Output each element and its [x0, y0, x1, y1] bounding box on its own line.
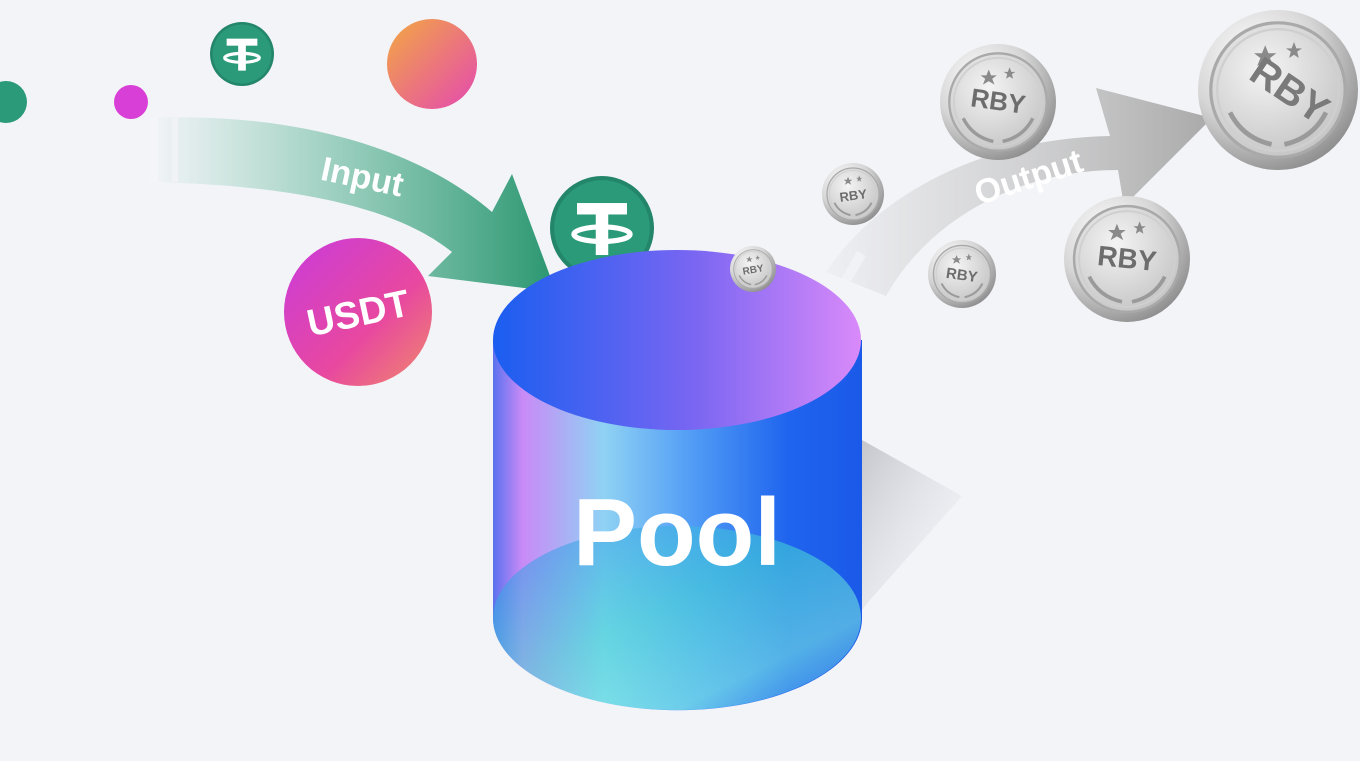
green-dot: [0, 81, 27, 123]
rby-coin-label: RBY: [945, 265, 979, 286]
pool-label: Pool: [573, 479, 781, 586]
decorative-dots: [0, 19, 477, 123]
tether-icon: [210, 22, 274, 86]
rby-coin-label: RBY: [839, 186, 869, 205]
rby-coin: RBY: [822, 163, 884, 225]
pink-dot: [114, 85, 148, 119]
orange-pink-dot: [387, 19, 477, 109]
rby-coin-label: RBY: [1096, 240, 1158, 277]
rby-coin: RBY: [730, 246, 776, 292]
rby-coin-label: RBY: [742, 263, 765, 278]
input-arrow: Input: [150, 117, 556, 292]
rby-coin: RBY: [1064, 196, 1190, 322]
usdt-coin: USDT: [284, 238, 432, 386]
rby-coin: RBY: [1198, 10, 1358, 170]
rby-coin: RBY: [940, 44, 1056, 160]
pool-shadow: [862, 440, 962, 610]
pool-cylinder: Pool: [493, 250, 862, 711]
rby-coin: RBY: [928, 240, 996, 308]
